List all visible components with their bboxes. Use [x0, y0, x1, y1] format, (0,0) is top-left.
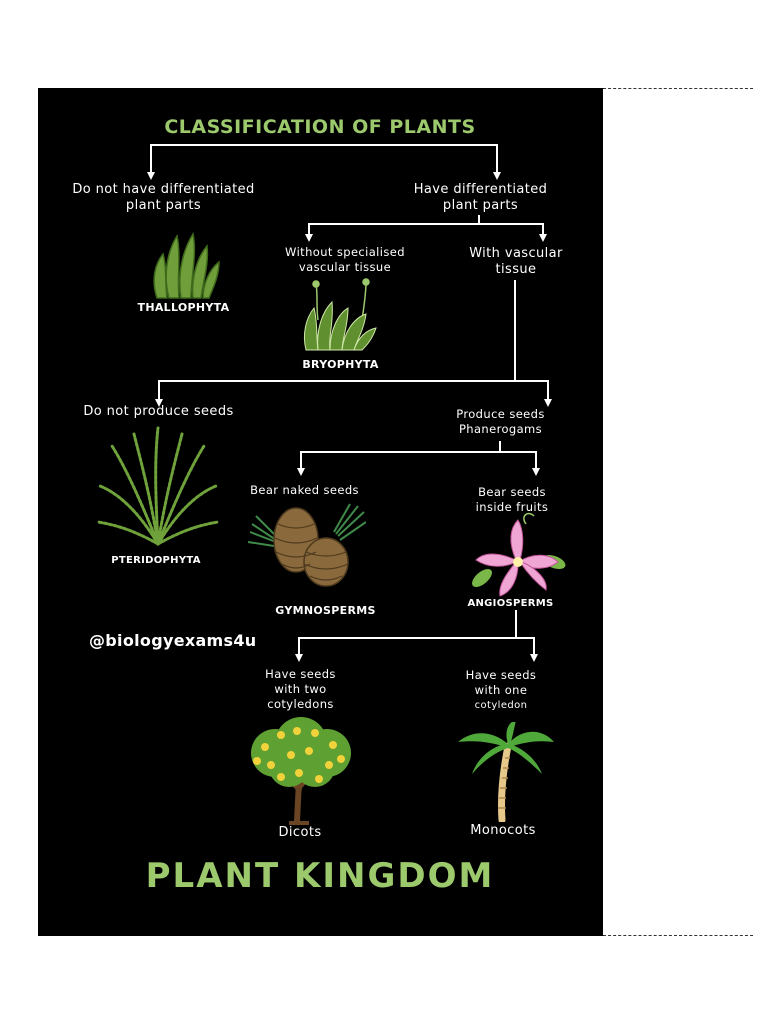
algae-icon [153, 231, 220, 299]
node-naked-seeds: Bear naked seeds [250, 483, 359, 497]
group-label-dicots: Dicots [278, 825, 322, 840]
node-line: inside fruits [475, 500, 549, 514]
node-line: vascular tissue [298, 260, 392, 274]
node-one-cotyledon: Have seeds with one cotyledon [446, 668, 556, 713]
node-line: plant parts [442, 198, 519, 213]
node-line: With vascular [469, 246, 563, 261]
group-label-angiosperms: ANGIOSPERMS [467, 598, 554, 609]
node-line: Produce seeds [456, 407, 545, 421]
palm-tree-icon [458, 722, 554, 822]
node-no-seeds: Do not produce seeds [83, 404, 234, 419]
node-no-differentiated-parts: Do not have differentiated plant parts [46, 182, 281, 214]
lily-flower-icon [472, 512, 566, 597]
node-line: Have seeds [465, 668, 537, 682]
fern-icon [96, 426, 220, 546]
node-line: cotyledon [474, 700, 528, 711]
group-label-bryophyta: BRYOPHYTA [302, 358, 379, 371]
group-label-pteridophyta: PTERIDOPHYTA [111, 555, 201, 566]
dashed-border-top [603, 88, 753, 89]
pinecone-icon [247, 503, 366, 587]
connector-lines [147, 144, 552, 662]
node-line: Without specialised [285, 245, 405, 259]
page-title: CLASSIFICATION OF PLANTS [164, 116, 476, 138]
node-two-cotyledons: Have seeds with two cotyledons [243, 667, 358, 712]
node-line: with two [274, 682, 327, 696]
author-handle: @biologyexams4u [89, 631, 257, 650]
node-line: plant parts [125, 198, 202, 213]
node-line: Phanerogams [458, 422, 543, 436]
group-label-monocots: Monocots [470, 823, 536, 838]
node-line: Have differentiated [413, 182, 548, 197]
node-differentiated-parts: Have differentiated plant parts [383, 182, 578, 214]
node-line: cotyledons [267, 697, 334, 711]
group-label-gymnosperms: GYMNOSPERMS [275, 604, 376, 617]
fruit-tree-icon [251, 717, 351, 825]
node-with-vascular-tissue: With vascular tissue [456, 246, 576, 278]
footer-title: PLANT KINGDOM [145, 856, 495, 896]
infographic-board: CLASSIFICATION OF PLANTS Do not have dif… [38, 88, 603, 936]
node-line: Bear seeds [478, 485, 546, 499]
node-seeds-inside-fruits: Bear seeds inside fruits [458, 485, 566, 515]
dashed-border-bottom [603, 935, 753, 936]
node-line: Have seeds [265, 667, 336, 681]
node-line: Do not have differentiated [72, 182, 255, 197]
node-produce-seeds: Produce seeds Phanerogams [438, 407, 563, 437]
node-without-vascular-tissue: Without specialised vascular tissue [260, 245, 430, 275]
node-line: with one [474, 683, 528, 697]
group-label-thallophyta: THALLOPHYTA [137, 301, 230, 314]
moss-icon [303, 278, 377, 351]
node-line: tissue [495, 262, 537, 277]
